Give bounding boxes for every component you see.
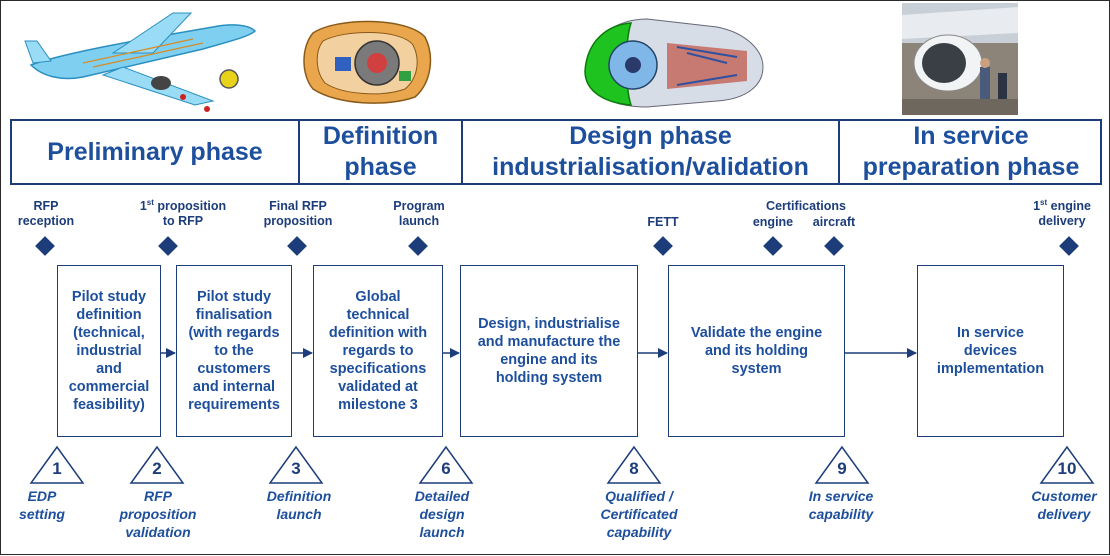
step-in-service-devices: In service devices implementation bbox=[917, 265, 1064, 437]
phase-bar: Preliminary phase Definition phase Desig… bbox=[10, 119, 1102, 185]
milestone-certifications: Certifications bbox=[766, 199, 846, 213]
gate-label-in-service-capability: In service capability bbox=[808, 488, 874, 522]
airplane-illustration bbox=[24, 12, 257, 112]
gate-label-detailed-design: Detailed design launch bbox=[414, 488, 470, 540]
gate-triangle bbox=[418, 445, 474, 484]
gate-label-customer-delivery: Customer delivery bbox=[1031, 488, 1097, 522]
gate-number: 3 bbox=[291, 459, 301, 478]
gate-triangle bbox=[29, 445, 85, 484]
milestone-first-delivery-text: engine delivery bbox=[1038, 199, 1091, 229]
phase-divider bbox=[461, 121, 463, 183]
superscript: st bbox=[1040, 198, 1048, 207]
gate-triangle bbox=[814, 445, 870, 484]
milestone-cert-engine: engine bbox=[752, 215, 794, 229]
step-pilot-study-finalisation: Pilot study finalisation (with regards t… bbox=[176, 265, 292, 437]
milestone-cert-aircraft: aircraft bbox=[812, 215, 856, 229]
step-validate-engine: Validate the engine and its holding syst… bbox=[668, 265, 845, 437]
gate-number: 2 bbox=[152, 459, 162, 478]
gate-triangle bbox=[1039, 445, 1095, 484]
phase-preliminary: Preliminary phase bbox=[47, 137, 263, 166]
phase-divider bbox=[838, 121, 840, 183]
gate-number: 1 bbox=[52, 459, 62, 478]
phase-design: Design phase industrialisation/validatio… bbox=[492, 122, 809, 181]
gate-triangle bbox=[606, 445, 662, 484]
milestone-first-engine-delivery: 1st engine delivery bbox=[1017, 195, 1107, 229]
engine-nacelle-illustration bbox=[303, 20, 432, 104]
gate-label-edp-setting: EDP setting bbox=[19, 488, 65, 522]
step-design-industrialise: Design, industrialise and manufacture th… bbox=[460, 265, 638, 437]
gate-number: 6 bbox=[441, 459, 451, 478]
milestone-first-delivery-num: 1 bbox=[1033, 199, 1041, 214]
gate-triangle bbox=[268, 445, 324, 484]
milestone-first-proposition-text: proposition to RFP bbox=[157, 199, 227, 229]
gate-number: 8 bbox=[629, 459, 639, 478]
gate-label-rfp-validation: RFP proposition validation bbox=[119, 488, 197, 540]
engine-cutaway-illustration bbox=[584, 18, 764, 108]
milestone-final-rfp: Final RFP proposition bbox=[263, 199, 333, 228]
phase-definition: Definition phase bbox=[322, 122, 439, 181]
step-global-technical-definition: Global technical definition with regards… bbox=[313, 265, 443, 437]
aircraft-engine-photo bbox=[902, 3, 1018, 115]
gate-label-qualified: Qualified / Certificated capability bbox=[600, 488, 678, 540]
milestone-rfp-reception: RFP reception bbox=[17, 199, 75, 228]
phase-in-service-preparation: In service preparation phase bbox=[862, 122, 1080, 181]
gate-number: 9 bbox=[837, 459, 847, 478]
milestone-program-launch: Program launch bbox=[393, 199, 445, 228]
gate-number: 10 bbox=[1057, 459, 1077, 478]
step-pilot-study-definition: Pilot study definition (technical, indus… bbox=[57, 265, 161, 437]
superscript: st bbox=[146, 198, 154, 207]
gate-label-definition-launch: Definition launch bbox=[266, 488, 332, 522]
milestone-first-proposition-num: 1 bbox=[139, 199, 147, 214]
milestone-fett: FETT bbox=[647, 215, 679, 229]
milestone-first-proposition: 1st proposition to RFP bbox=[123, 195, 243, 229]
phase-divider bbox=[298, 121, 300, 183]
gate-triangle bbox=[129, 445, 185, 484]
